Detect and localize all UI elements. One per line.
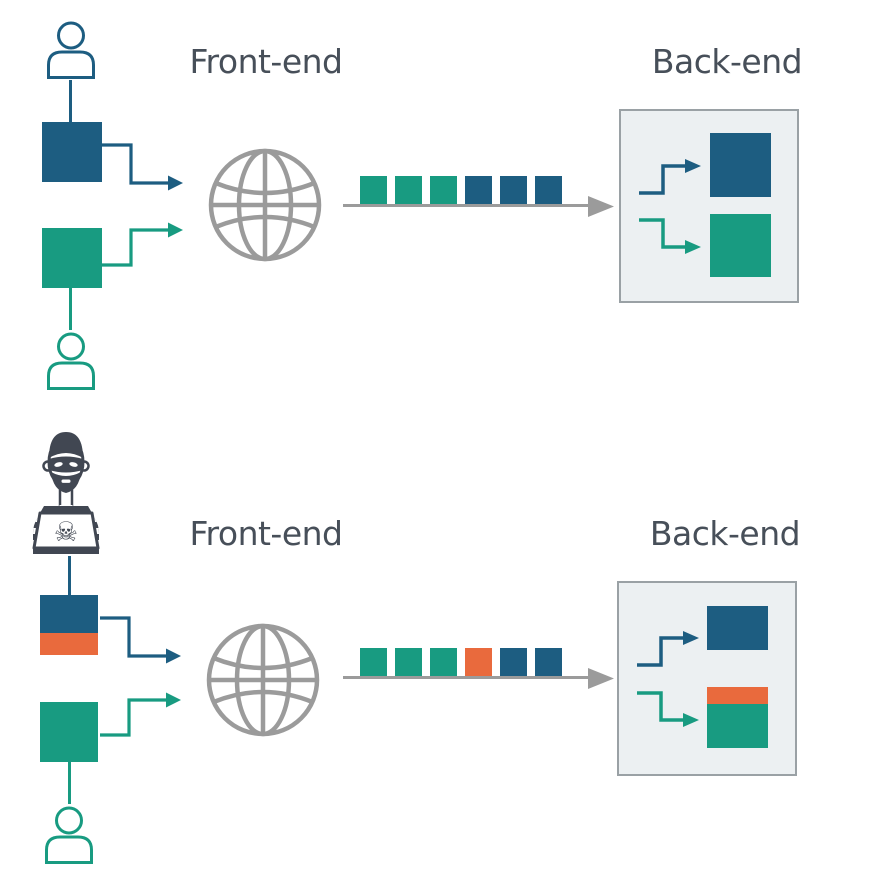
stream-line bbox=[343, 676, 591, 679]
elbow-arrow-icon bbox=[100, 692, 181, 737]
step-arrow-icon bbox=[637, 631, 699, 667]
segment-green bbox=[42, 228, 102, 288]
request-stream bbox=[360, 176, 562, 205]
stream-square-blue bbox=[535, 176, 562, 205]
stream-square-green bbox=[360, 176, 387, 205]
stream-square-blue bbox=[465, 176, 492, 205]
request-block bbox=[40, 702, 98, 762]
step-arrow-icon bbox=[639, 159, 701, 195]
user-icon bbox=[47, 332, 95, 390]
front-end-label: Front-end bbox=[189, 42, 343, 81]
segment-green bbox=[707, 704, 768, 748]
backend-box bbox=[619, 109, 799, 303]
stream-line bbox=[343, 204, 591, 207]
stream-arrowhead-icon bbox=[588, 668, 614, 689]
segment-blue bbox=[42, 122, 102, 182]
globe-icon bbox=[206, 623, 320, 737]
segment-blue bbox=[710, 133, 771, 197]
connector-line bbox=[68, 762, 71, 804]
step-arrow-icon bbox=[637, 691, 699, 727]
front-end-label: Front-end bbox=[189, 514, 343, 553]
stream-square-green bbox=[395, 648, 422, 677]
segment-blue bbox=[707, 606, 768, 650]
back-end-label: Back-end bbox=[651, 42, 803, 81]
hacker-icon: ☠ bbox=[32, 432, 100, 554]
segment-green bbox=[40, 702, 98, 762]
request-block bbox=[42, 122, 102, 182]
connector-line bbox=[68, 556, 71, 595]
stream-square-blue bbox=[500, 648, 527, 677]
step-arrow-icon bbox=[639, 218, 701, 254]
backend-request bbox=[707, 606, 768, 650]
elbow-arrow-icon bbox=[100, 616, 181, 664]
backend-request bbox=[710, 133, 771, 197]
stream-square-green bbox=[395, 176, 422, 205]
backend-request bbox=[710, 214, 771, 277]
segment-orange bbox=[40, 633, 98, 655]
segment-green bbox=[710, 214, 771, 277]
stream-square-orange bbox=[465, 648, 492, 677]
stream-square-blue bbox=[535, 648, 562, 677]
skull-icon: ☠ bbox=[54, 517, 78, 548]
segment-orange bbox=[707, 687, 768, 704]
stream-square-green bbox=[430, 176, 457, 205]
globe-icon bbox=[208, 148, 322, 262]
stream-square-green bbox=[430, 648, 457, 677]
stream-square-blue bbox=[500, 176, 527, 205]
stream-square-green bbox=[360, 648, 387, 677]
stream-arrowhead-icon bbox=[588, 196, 614, 217]
attacker-request-block bbox=[40, 595, 98, 655]
user-icon bbox=[47, 21, 95, 79]
connector-line bbox=[69, 80, 72, 122]
backend-request-poisoned bbox=[707, 687, 768, 748]
request-block bbox=[42, 228, 102, 288]
user-icon bbox=[45, 806, 93, 864]
elbow-arrow-icon bbox=[102, 222, 183, 267]
elbow-arrow-icon bbox=[102, 143, 183, 191]
request-stream bbox=[360, 648, 562, 677]
connector-line bbox=[69, 288, 72, 330]
segment-blue bbox=[40, 595, 98, 633]
back-end-label: Back-end bbox=[649, 514, 801, 553]
